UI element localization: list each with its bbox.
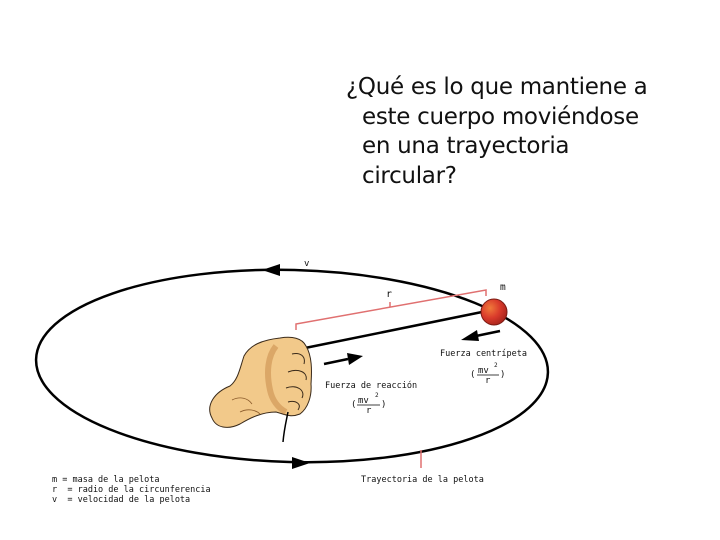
legend: m = masa de la pelota r = radio de la ci… [52,475,211,505]
svg-text:r: r [485,376,491,386]
question-line-3: en una trayectoria [362,133,570,159]
svg-text:mv: mv [358,396,369,406]
svg-text:): ) [381,400,386,410]
reaction-force-label: Fuerza de reacción [325,380,417,391]
svg-text:mv: mv [478,366,489,376]
question-text: ¿Qué es lo que mantiene a este cuerpo mo… [346,73,716,191]
svg-text:(: ( [470,370,475,380]
radius-bracket [295,289,487,330]
reaction-formula: ( mv 2 r ) [351,392,386,416]
legend-item-radius: r = radio de la circunferencia [52,485,211,495]
question-line-2: este cuerpo moviéndose [362,103,639,130]
centripetal-formula: ( mv 2 r ) [470,362,505,386]
string-line [304,310,483,350]
reaction-force-arrow-icon [323,353,363,366]
svg-text:r: r [366,406,372,416]
hand-fist-icon [209,336,312,443]
question-line-4: circular? [362,162,457,189]
svg-text:(: ( [351,400,356,410]
centripetal-force-arrow-icon [461,329,501,341]
trajectory-label: Trayectoria de la pelota [361,475,484,485]
svg-text:): ) [500,370,505,380]
legend-item-velocity: v = velocidad de la pelota [52,495,191,505]
centripetal-force-label: Fuerza centrípeta [440,349,527,359]
bottom-direction-arrow-icon [292,457,310,469]
radius-label: r [386,289,392,300]
mass-label: m [500,282,506,293]
question-line-1: ¿Qué es lo que mantiene a [346,74,648,100]
legend-item-mass: m = masa de la pelota [52,475,160,485]
orbit-path [34,268,550,464]
ball-icon [480,298,508,326]
velocity-label: v [304,259,309,269]
svg-text:2: 2 [375,392,379,399]
velocity-arrow-icon [262,264,280,276]
svg-text:2: 2 [494,362,498,369]
